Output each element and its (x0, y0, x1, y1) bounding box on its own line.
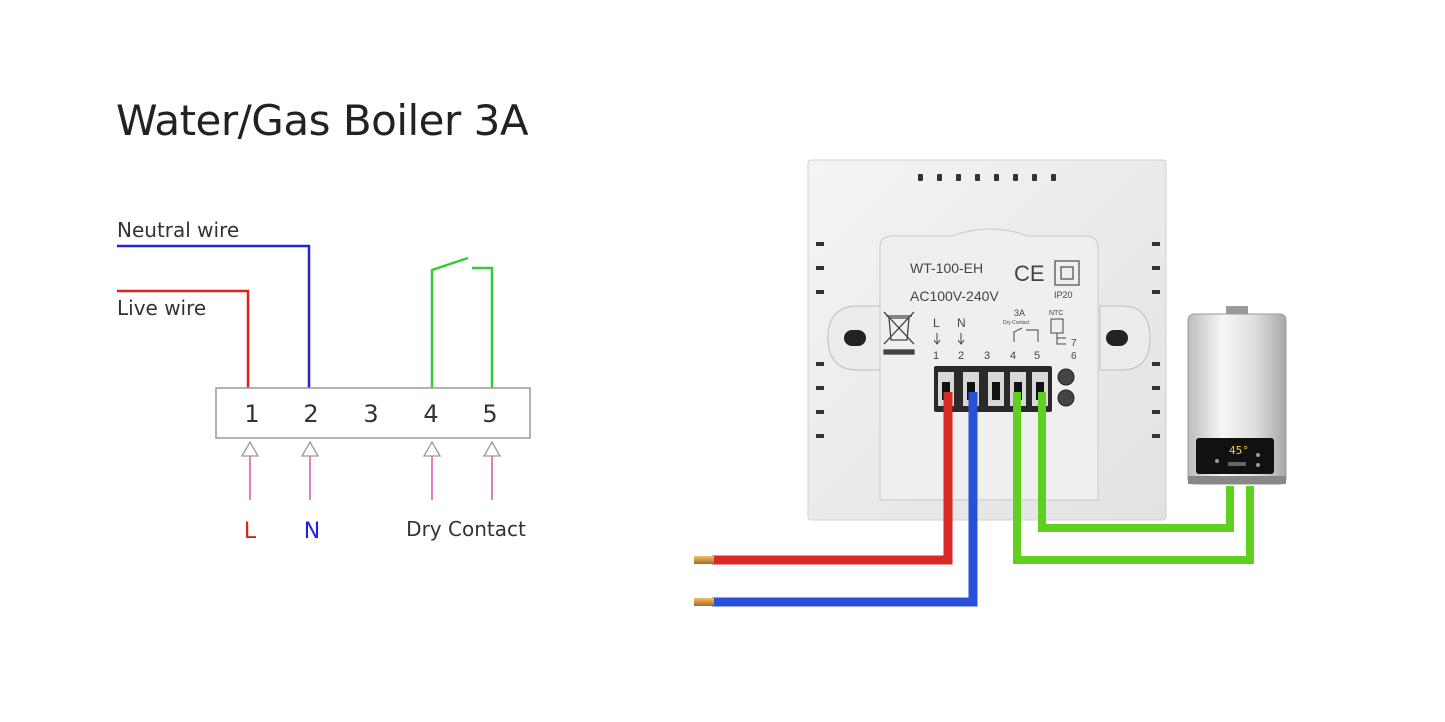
device-live-wire (712, 392, 953, 565)
sensor-screw-7 (1057, 368, 1075, 386)
voltage-label: AC100V-240V (910, 288, 999, 304)
device-rating-note: Dry Contact (1003, 320, 1030, 326)
double-insulation-icon (1054, 260, 1080, 286)
left-vents (816, 242, 824, 438)
dry-contact-wire-4 (430, 256, 469, 388)
device-rating: 3A (1014, 308, 1025, 318)
dry-contact-wire-5 (472, 266, 494, 388)
device-neutral-wire (712, 392, 978, 607)
sensor-pin-6: 6 (1071, 351, 1077, 362)
label-dry-contact: Dry Contact (406, 517, 526, 541)
neutral-wire-tip (694, 598, 714, 606)
arrow-dry-5 (482, 440, 502, 500)
top-vents (918, 174, 1056, 181)
diagram-title: Water/Gas Boiler 3A (116, 96, 529, 145)
terminal-2: 2 (303, 400, 318, 428)
boiler-display-panel (1196, 438, 1274, 474)
device-letter-L: L (933, 316, 940, 330)
arrow-L (240, 440, 260, 500)
terminal-5: 5 (482, 400, 497, 428)
device-terminal-numbers: 1 2 3 4 5 7 6 (933, 338, 1077, 362)
neutral-wire (117, 244, 311, 388)
terminal-4: 4 (423, 400, 438, 428)
neutral-wire-label: Neutral wire (117, 218, 240, 242)
live-wire (117, 289, 250, 388)
terminal-1: 1 (244, 400, 259, 428)
label-N: N (304, 519, 320, 544)
device-dry-contact-wire-2 (1013, 392, 1254, 564)
device-terminal-3: 3 (984, 350, 990, 362)
ce-mark: CE (1014, 261, 1045, 286)
terminal-block (215, 387, 531, 439)
label-L: L (244, 519, 257, 544)
ntc-label: NTC (1049, 310, 1063, 317)
sensor-screw-6 (1057, 389, 1075, 407)
boiler-display-temp: 45° (1229, 444, 1249, 457)
device-terminal-1: 1 (933, 350, 939, 362)
model-label: WT-100-EH (910, 260, 983, 276)
live-wire-label: Live wire (117, 296, 207, 320)
input-arrows (240, 440, 502, 500)
device-terminal-4: 4 (1010, 350, 1016, 362)
weee-bin-icon (883, 311, 915, 355)
ip-rating: IP20 (1054, 290, 1073, 300)
arrow-dry-4 (422, 440, 442, 500)
device-dry-contact-wire-1 (1038, 392, 1234, 532)
boiler-unit: 45° (1187, 306, 1287, 485)
sensor-pin-7: 7 (1071, 338, 1077, 349)
terminal-numbers: 1 2 3 4 5 (244, 400, 497, 428)
device-terminal-5: 5 (1034, 350, 1040, 362)
device-letter-N: N (957, 316, 966, 330)
right-vents (1152, 242, 1160, 438)
device-terminal-2: 2 (958, 350, 964, 362)
arrow-N (300, 440, 320, 500)
terminal-3: 3 (363, 400, 378, 428)
device-illustration: WT-100-EH CE AC100V-240V IP20 L N 3A Dry… (694, 159, 1287, 607)
wiring-schematic: 1 2 3 4 5 L N Dry Contact (117, 244, 531, 544)
live-wire-tip (694, 556, 714, 564)
